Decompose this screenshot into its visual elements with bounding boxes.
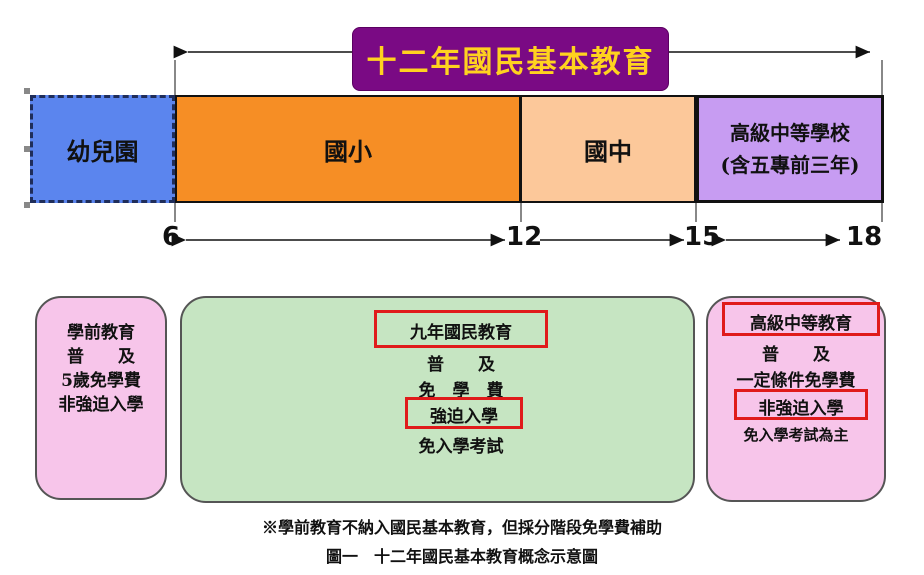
- stage-kindergarten: 幼兒園: [30, 95, 175, 203]
- senior-line-2: 普 及: [762, 345, 830, 365]
- highlight-nine-year: [374, 310, 548, 348]
- stage-elementary: 國小: [175, 95, 521, 203]
- nine-year-line-4: 強迫入學: [430, 407, 498, 427]
- title-banner: 十二年國民基本教育: [352, 27, 669, 91]
- stage-junior-high: 國中: [521, 95, 696, 203]
- highlight-non-compulsory: [734, 389, 868, 420]
- stage-senior-label-2: (含五專前三年): [720, 153, 860, 177]
- age-label-18: 18: [846, 222, 883, 252]
- highlight-compulsory: [405, 397, 523, 429]
- footnote: ※學前教育不納入國民基本教育，但採分階段免學費補助: [261, 518, 662, 537]
- nine-year-line-5: 免入學考試: [418, 437, 504, 457]
- preschool-line-1: 學前教育: [67, 323, 135, 343]
- senior-line-3: 一定條件免學費: [736, 371, 856, 391]
- figure-caption: 圖一 十二年國民基本教育概念示意圖: [325, 547, 598, 566]
- senior-line-4: 非強迫入學: [758, 399, 844, 419]
- stage-senior-high: 高級中等學校 (含五專前三年): [696, 95, 884, 203]
- preschool-line-3: 5歲免學費: [61, 371, 141, 391]
- nine-year-line-1: 九年國民教育: [410, 323, 512, 343]
- highlight-senior-education: [722, 302, 880, 336]
- age-label-6: 6: [162, 222, 181, 252]
- nine-year-line-3: 免 學 費: [418, 381, 504, 401]
- preschool-line-2: 普 及: [67, 347, 135, 367]
- stage-kindergarten-label: 幼兒園: [66, 136, 139, 166]
- nine-year-line-2: 普 及: [427, 355, 495, 375]
- senior-line-5: 免入學考試為主: [743, 426, 849, 444]
- preschool-line-4: 非強迫入學: [58, 395, 144, 415]
- title-text: 十二年國民基本教育: [366, 45, 655, 80]
- stage-elementary-label: 國小: [324, 136, 372, 166]
- age-label-12: 12: [506, 222, 543, 252]
- stage-senior-label-1: 高級中等學校: [730, 121, 850, 145]
- age-label-15: 15: [684, 222, 721, 252]
- senior-line-1: 高級中等教育: [750, 314, 852, 334]
- stage-junior-label: 國中: [584, 136, 632, 166]
- card-preschool: [35, 296, 167, 500]
